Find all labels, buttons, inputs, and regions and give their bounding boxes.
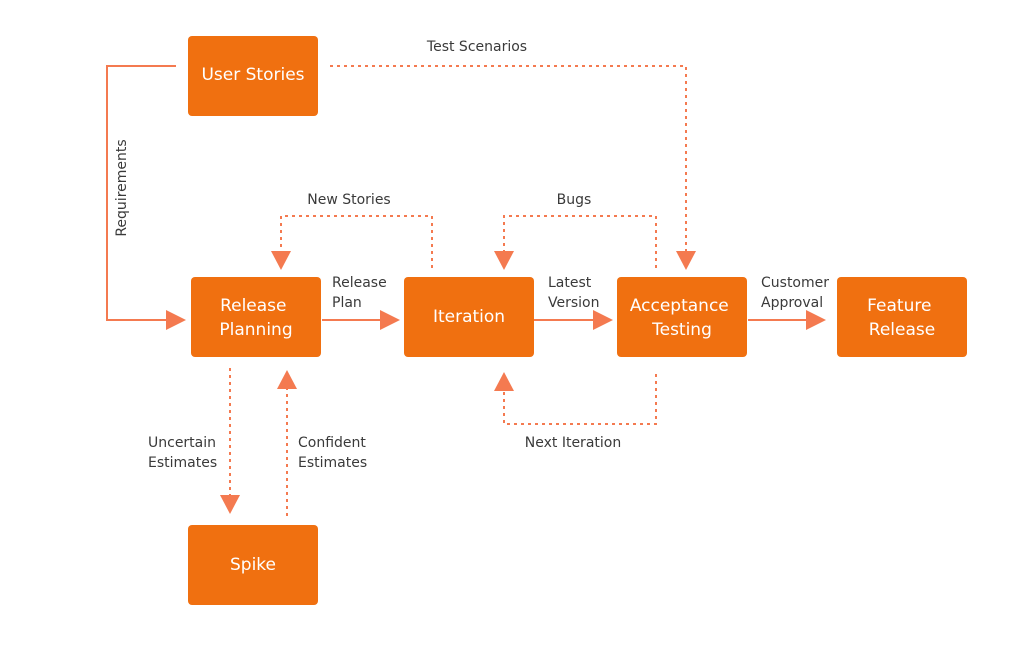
label-bugs: Bugs: [557, 192, 592, 208]
edge-latest-version: [534, 310, 613, 330]
node-iteration: Iteration: [404, 277, 534, 357]
edge-bugs: [494, 215, 657, 270]
label-customer-approval: Customer Approval: [761, 275, 833, 311]
node-user-stories-label: User Stories: [201, 65, 304, 85]
node-spike-label: Spike: [230, 555, 276, 575]
node-release-planning: Release Planning: [191, 277, 321, 357]
arrowhead: [166, 310, 186, 330]
edge-customer-approval: [748, 310, 826, 330]
edge-requirements: [106, 65, 186, 330]
arrowhead: [277, 370, 297, 389]
node-feature-release-label: Feature Release: [867, 296, 937, 340]
arrowhead: [271, 251, 291, 270]
node-iteration-label: Iteration: [433, 307, 505, 327]
arrowhead: [676, 251, 696, 270]
arrowhead: [806, 310, 826, 330]
node-release-planning-label: Release Planning: [219, 296, 292, 340]
node-acceptance-testing: Acceptance Testing: [617, 277, 747, 357]
label-requirements: Requirements: [114, 139, 130, 236]
arrowhead: [494, 372, 514, 391]
arrowhead: [593, 310, 613, 330]
edge-next-iteration: [494, 372, 657, 425]
arrowhead: [220, 495, 240, 514]
edge-uncertain-estimates: [220, 368, 240, 514]
arrowhead: [494, 251, 514, 270]
node-feature-release: Feature Release: [837, 277, 967, 357]
node-acceptance-testing-label: Acceptance Testing: [630, 296, 734, 340]
label-new-stories: New Stories: [307, 192, 390, 208]
node-spike: Spike: [188, 525, 318, 605]
edge-confident-estimates: [277, 370, 297, 516]
label-test-scenarios: Test Scenarios: [426, 39, 527, 55]
label-confident-estimates: Confident Estimates: [298, 435, 370, 471]
edge-new-stories: [271, 215, 433, 270]
label-next-iteration: Next Iteration: [525, 435, 621, 451]
label-uncertain-estimates: Uncertain Estimates: [148, 435, 220, 471]
node-user-stories: User Stories: [188, 36, 318, 116]
edge-release-plan: [322, 310, 400, 330]
label-release-plan: Release Plan: [332, 275, 391, 311]
edge-test-scenarios: [330, 65, 696, 270]
arrowhead: [380, 310, 400, 330]
label-latest-version: Latest Version: [548, 275, 599, 311]
